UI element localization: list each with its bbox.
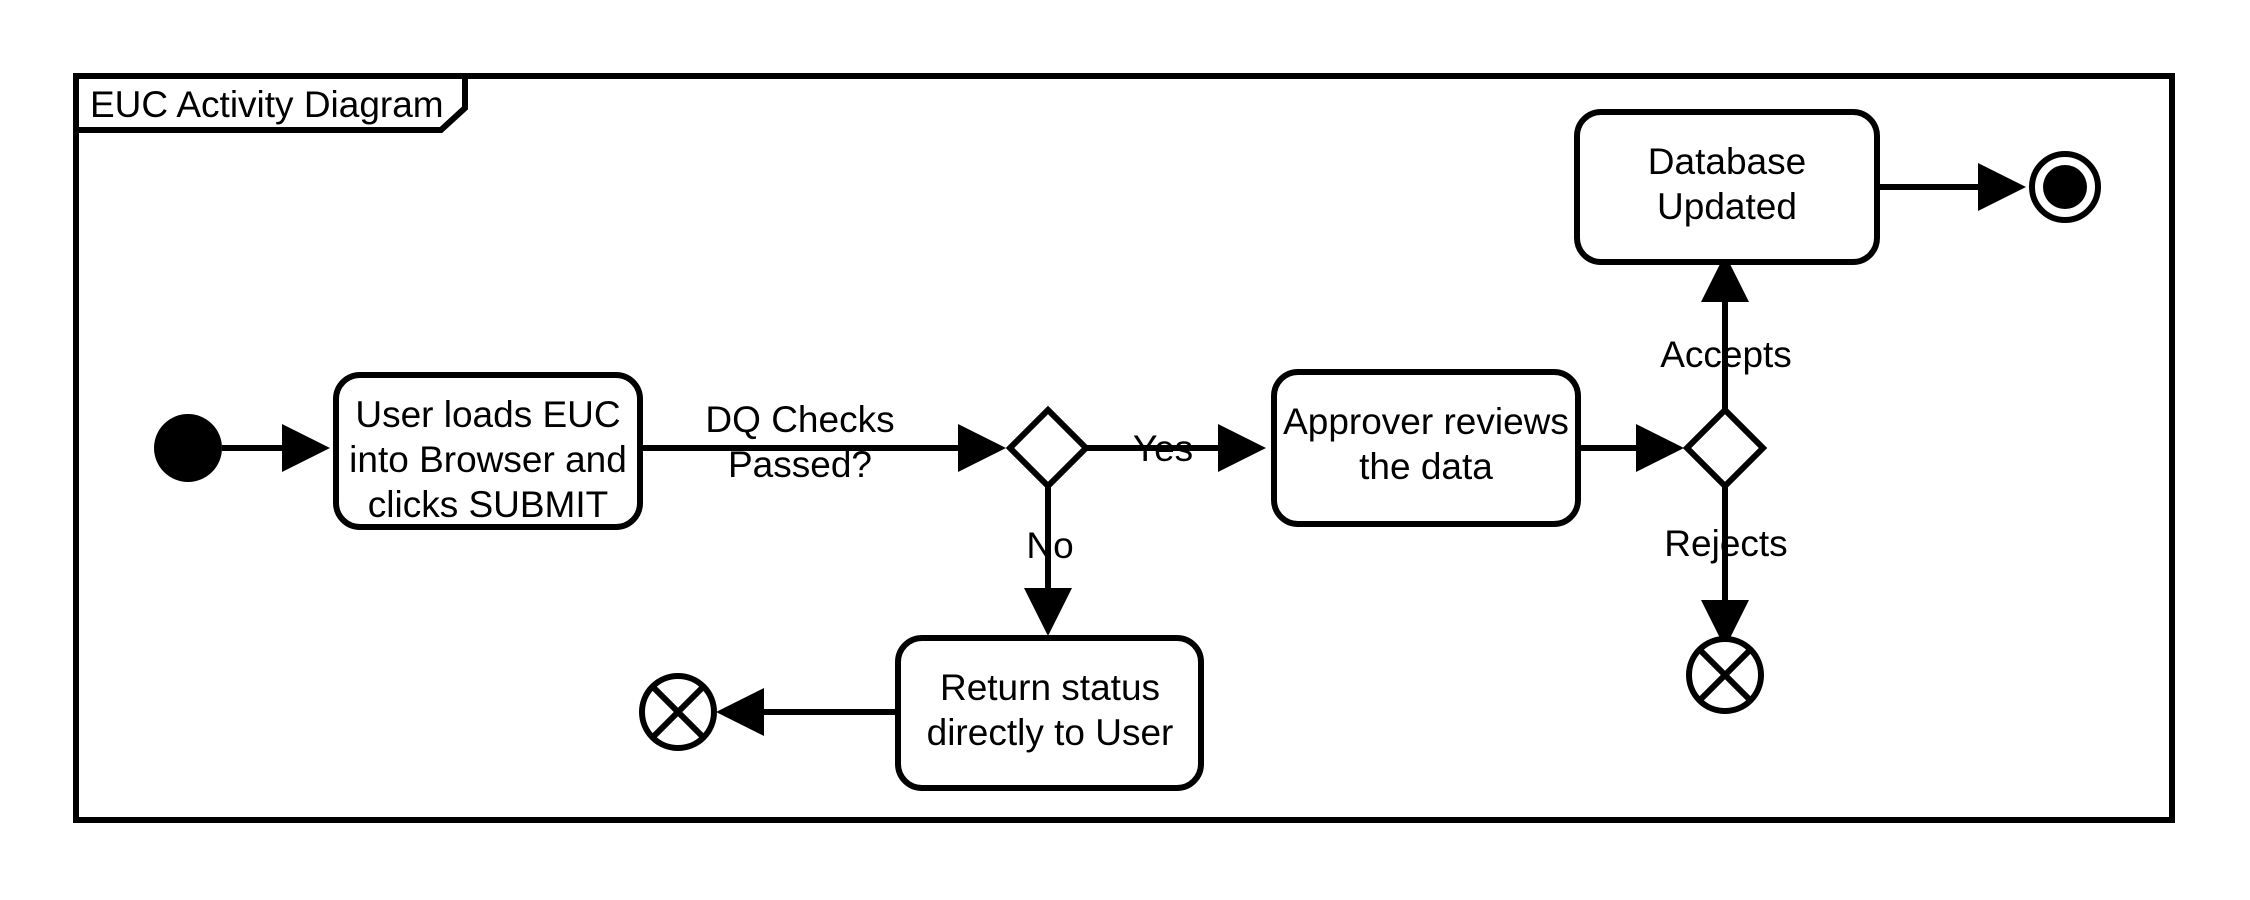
- flow-final-node-rejects-cross-b: [1697, 647, 1753, 703]
- edge-label-rejects: Rejects: [1664, 523, 1787, 564]
- flow-final-node-return-cross-b: [650, 684, 706, 740]
- action-node-approver-reviews-shape: [1271, 369, 1581, 527]
- action-node-database-updated[interactable]: Database Updated: [1574, 109, 1880, 265]
- action-node-user-loads-euc-line1: User loads EUC: [355, 394, 620, 435]
- activity-final-node[interactable]: [2029, 151, 2101, 223]
- action-node-database-updated-shape: [1574, 109, 1880, 265]
- edge-label-no: No: [1026, 525, 1073, 566]
- action-node-user-loads-euc-line3: clicks SUBMIT: [368, 484, 609, 525]
- activity-final-node-center: [2043, 165, 2087, 209]
- edge-label-yes: Yes: [1133, 428, 1193, 469]
- action-node-user-loads-euc[interactable]: User loads EUC into Browser and clicks S…: [333, 372, 643, 530]
- action-node-database-updated-line2: Updated: [1657, 186, 1797, 227]
- frame-title-tab: [73, 73, 468, 133]
- edge-label-accepts: Accepts: [1660, 334, 1792, 375]
- flow-final-node-return[interactable]: [639, 673, 717, 751]
- flow-final-node-rejects[interactable]: [1686, 636, 1764, 714]
- edge-layer: [222, 163, 2026, 736]
- diagram-frame: EUC Activity Diagram: [73, 73, 2175, 823]
- action-node-user-loads-euc-shape: [333, 372, 643, 530]
- action-node-return-status-shape: [895, 635, 1204, 791]
- decision-node-dq-checks[interactable]: [1005, 405, 1091, 491]
- initial-node[interactable]: [154, 414, 222, 482]
- decision-node-approval[interactable]: [1682, 405, 1768, 491]
- edge-label-dq-checks-line2: Passed?: [728, 444, 872, 485]
- action-node-approver-reviews-line2: the data: [1359, 446, 1493, 487]
- action-node-return-status-line2: directly to User: [927, 712, 1174, 753]
- action-node-return-status[interactable]: Return status directly to User: [895, 635, 1204, 791]
- initial-node-circle: [154, 414, 222, 482]
- action-node-approver-reviews-line1: Approver reviews: [1283, 401, 1569, 442]
- decision-node-approval-diamond: [1682, 405, 1768, 491]
- edge-label-dq-checks-line1: DQ Checks: [705, 399, 894, 440]
- frame-title-text: EUC Activity Diagram: [90, 84, 444, 125]
- decision-node-dq-checks-diamond: [1005, 405, 1091, 491]
- action-node-database-updated-line1: Database: [1648, 141, 1806, 182]
- action-node-return-status-line1: Return status: [940, 667, 1160, 708]
- action-node-user-loads-euc-line2: into Browser and: [349, 439, 627, 480]
- action-node-approver-reviews[interactable]: Approver reviews the data: [1271, 369, 1581, 527]
- edge-label-layer: DQ Checks Passed? Yes No Accepts Rejects: [705, 334, 1791, 566]
